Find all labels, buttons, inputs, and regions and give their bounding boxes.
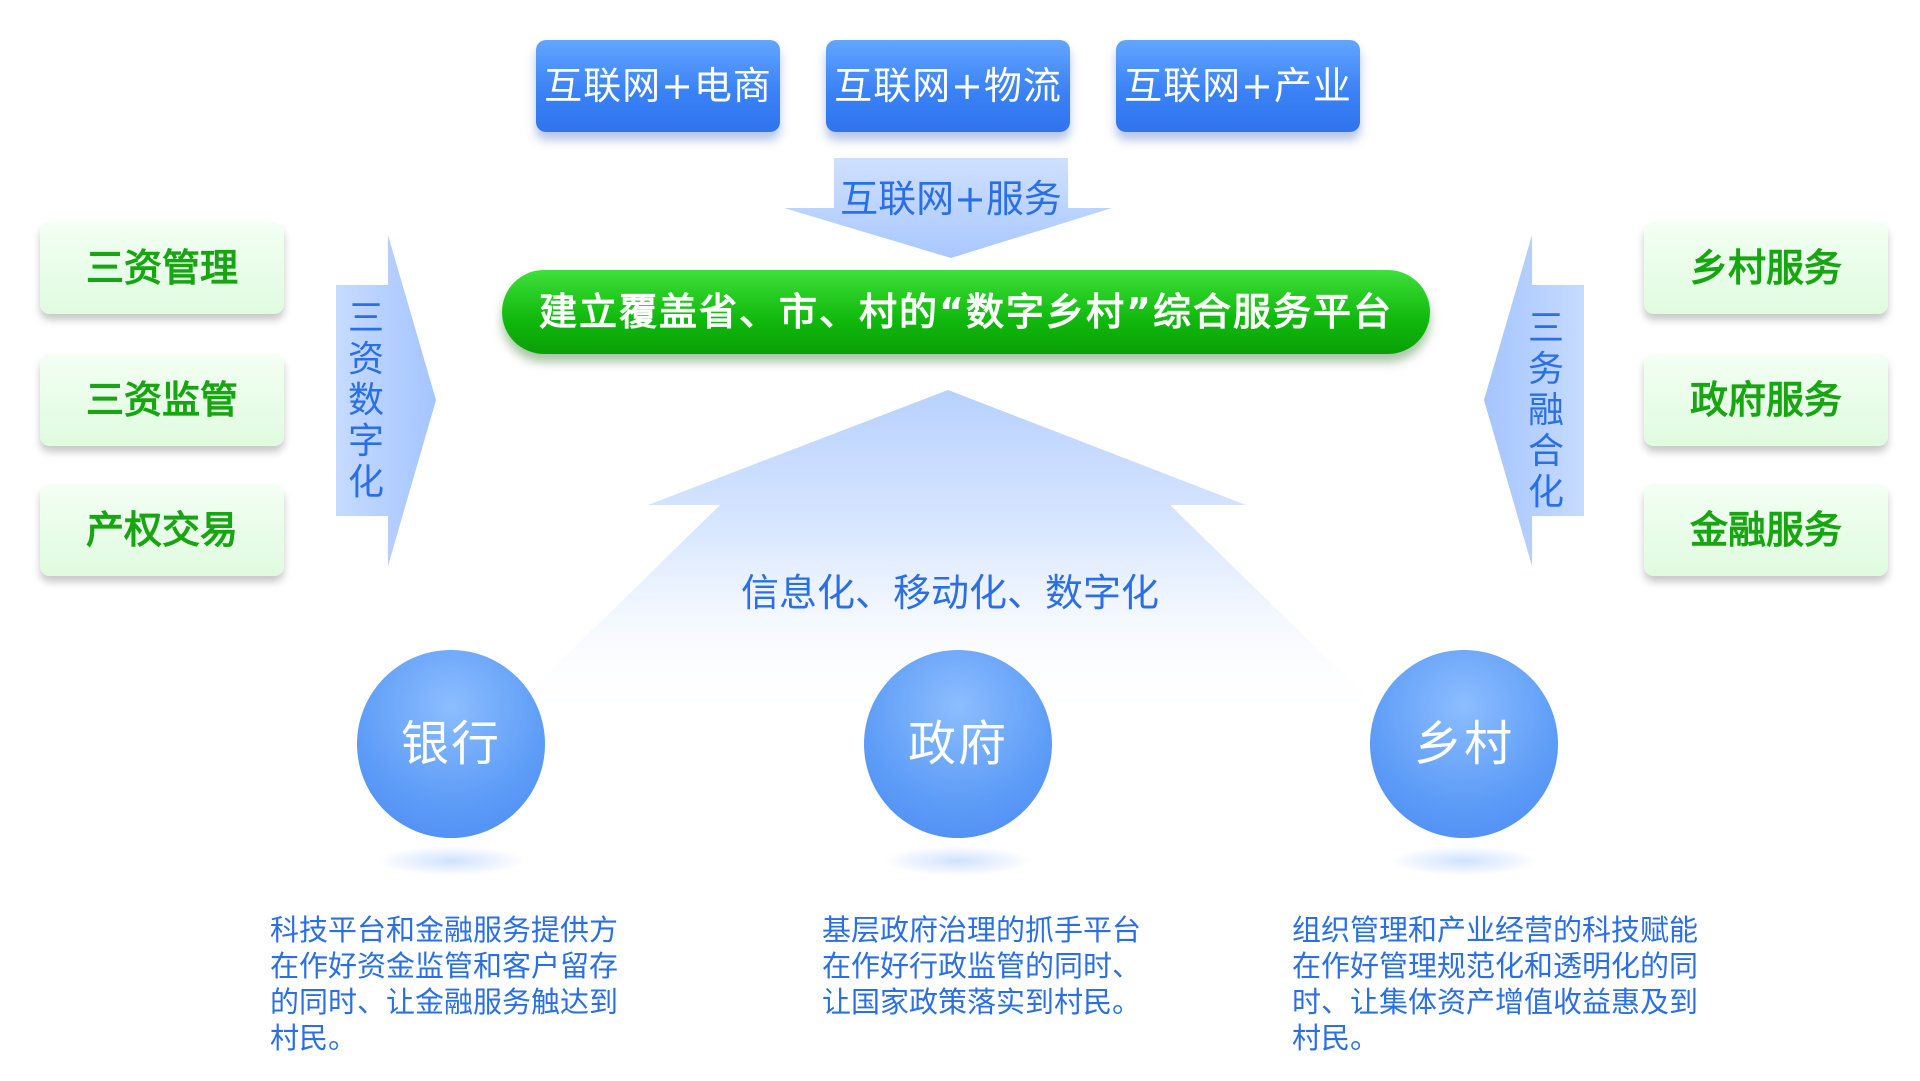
description-line: 科技平台和金融服务提供方 — [270, 913, 619, 947]
left-right-arrow-shape — [336, 235, 436, 566]
government-service-label: 政府服务 — [1689, 378, 1842, 422]
assets-management-label: 三资管理 — [85, 246, 238, 290]
center-arrow-shape — [500, 390, 1390, 720]
government-label: 政府 — [907, 716, 1008, 772]
right-left-arrow-shape — [1484, 235, 1584, 566]
internet-logistics-label: 互联网+物流 — [834, 64, 1062, 108]
government-circle-shadow — [883, 846, 1033, 876]
property-trading-box[interactable]: 产权交易 — [40, 484, 284, 576]
internet-ecommerce-box[interactable]: 互联网+电商 — [536, 40, 780, 132]
village-label: 乡村 — [1413, 716, 1514, 772]
government-description: 基层政府治理的抓手平台 在作好行政监管的同时、 让国家政策落实到村民。 — [822, 912, 1141, 1020]
government-circle[interactable]: 政府 — [864, 650, 1052, 838]
top-down-arrow-shape — [784, 158, 1112, 258]
government-service-box[interactable]: 政府服务 — [1644, 354, 1888, 446]
description-line: 村民。 — [1292, 1021, 1380, 1055]
village-service-box[interactable]: 乡村服务 — [1644, 222, 1888, 314]
financial-service-label: 金融服务 — [1689, 508, 1842, 552]
bank-circle-shadow — [376, 846, 526, 876]
description-line: 在作好资金监管和客户留存 — [270, 949, 619, 983]
internet-service-arrow-label: 互联网+服务 — [840, 177, 1062, 221]
description-line: 让国家政策落实到村民。 — [822, 985, 1142, 1019]
description-line: 在作好管理规范化和透明化的同 — [1292, 949, 1699, 983]
affairs-integration-label: 三务融合化 — [1527, 308, 1564, 513]
assets-supervision-box[interactable]: 三资监管 — [40, 354, 284, 446]
digital-village-platform-bar[interactable]: 建立覆盖省、市、村的“数字乡村”综合服务平台 — [502, 270, 1430, 354]
description-line: 村民。 — [270, 1021, 358, 1055]
description-line: 在作好行政监管的同时、 — [822, 949, 1142, 983]
village-circle-shadow — [1389, 846, 1539, 876]
internet-industry-box[interactable]: 互联网+产业 — [1116, 40, 1360, 132]
bank-label: 银行 — [400, 716, 501, 772]
financial-service-box[interactable]: 金融服务 — [1644, 484, 1888, 576]
village-service-label: 乡村服务 — [1689, 246, 1842, 290]
bank-description: 科技平台和金融服务提供方 在作好资金监管和客户留存 的同时、让金融服务触达到 村… — [270, 912, 618, 1056]
internet-industry-label: 互联网+产业 — [1124, 64, 1352, 108]
assets-digitalization-label: 三资数字化 — [347, 298, 384, 503]
internet-ecommerce-label: 互联网+电商 — [544, 64, 772, 108]
assets-supervision-label: 三资监管 — [85, 378, 238, 422]
internet-logistics-box[interactable]: 互联网+物流 — [826, 40, 1070, 132]
description-line: 的同时、让金融服务触达到 — [270, 985, 619, 1019]
description-line: 组织管理和产业经营的科技赋能 — [1292, 913, 1699, 947]
property-trading-label: 产权交易 — [85, 508, 238, 552]
description-line: 时、让集体资产增值收益惠及到 — [1292, 985, 1699, 1019]
description-line: 基层政府治理的抓手平台 — [822, 913, 1142, 947]
village-circle[interactable]: 乡村 — [1370, 650, 1558, 838]
bank-circle[interactable]: 银行 — [357, 650, 545, 838]
center-arrow-label: 信息化、移动化、数字化 — [740, 571, 1159, 615]
village-description: 组织管理和产业经营的科技赋能 在作好管理规范化和透明化的同 时、让集体资产增值收… — [1292, 912, 1698, 1056]
assets-management-box[interactable]: 三资管理 — [40, 222, 284, 314]
platform-label: 建立覆盖省、市、村的“数字乡村”综合服务平台 — [539, 290, 1393, 334]
